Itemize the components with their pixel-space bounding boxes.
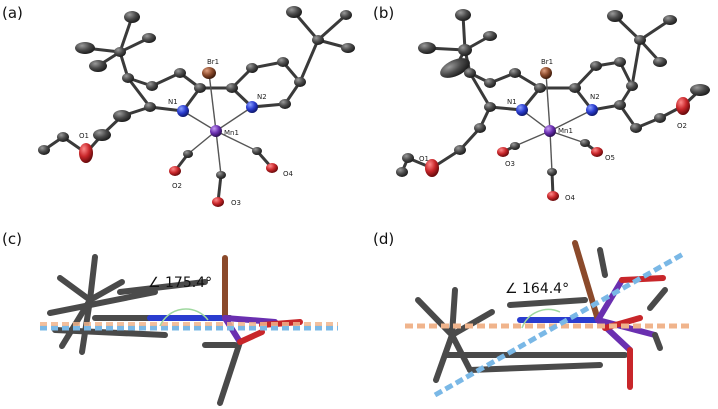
svg-text:Mn1: Mn1 — [224, 129, 239, 137]
panel-c-angle-label: ∠ 175.4° — [148, 275, 212, 291]
svg-text:O2: O2 — [677, 122, 687, 130]
panel-b: (b) — [373, 4, 710, 202]
svg-text:N2: N2 — [590, 93, 600, 101]
svg-text:N1: N1 — [507, 98, 517, 106]
panel-d-sticks — [415, 240, 668, 390]
panel-a: (a) — [2, 4, 355, 207]
svg-text:O5: O5 — [605, 154, 615, 162]
svg-text:O3: O3 — [231, 199, 241, 207]
svg-text:N2: N2 — [257, 93, 267, 101]
panel-d: (d) ∠ 164.4° — [373, 230, 690, 398]
svg-text:N1: N1 — [168, 98, 178, 106]
svg-text:Mn1: Mn1 — [558, 127, 573, 135]
svg-text:O3: O3 — [505, 160, 515, 168]
svg-text:Br1: Br1 — [541, 58, 553, 66]
svg-text:O1: O1 — [419, 155, 429, 163]
panel-a-atom-labels: Br1 N1 N2 Mn1 O1 O2 O3 O4 — [79, 58, 294, 207]
panel-a-atoms — [38, 6, 355, 207]
panel-d-angle-arc — [521, 308, 561, 329]
panel-c-angle-arc — [159, 308, 209, 327]
panel-label-c: (c) — [2, 230, 22, 248]
svg-text:O1: O1 — [79, 132, 89, 140]
panel-a-metal-bonds — [182, 72, 258, 176]
svg-text:O2: O2 — [172, 182, 182, 190]
svg-text:Br1: Br1 — [207, 58, 219, 66]
svg-text:O4: O4 — [283, 170, 294, 178]
panel-label-a: (a) — [2, 4, 23, 22]
panel-label-d: (d) — [373, 230, 394, 248]
panel-label-b: (b) — [373, 4, 394, 22]
svg-text:O4: O4 — [565, 194, 576, 202]
panel-b-atoms — [396, 9, 710, 201]
panel-b-atom-labels: Br1 N1 N2 Mn1 O1 O2 O3 O4 O5 — [419, 58, 687, 202]
panel-d-angle-label: ∠ 164.4° — [505, 281, 569, 297]
panel-b-metal-bonds — [514, 72, 593, 173]
panel-c: (c) ∠ 175.4° — [2, 230, 338, 406]
